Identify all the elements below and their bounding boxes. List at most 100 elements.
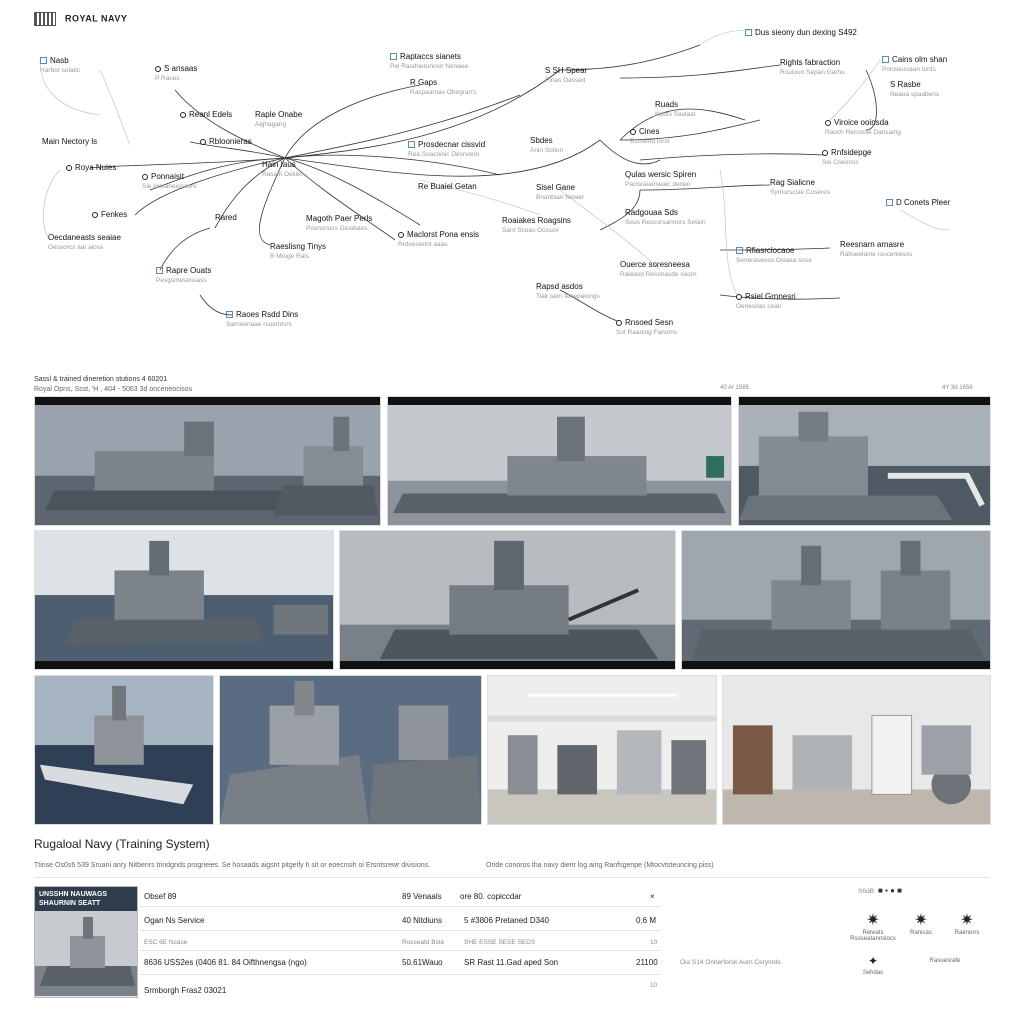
gallery-caption: Sassl & trained dineretion stutions 4 60… xyxy=(34,375,192,395)
icon-cell[interactable]: ✷Ranicas xyxy=(898,912,944,936)
emblem-icon: ✦ xyxy=(867,954,879,968)
spec-detail: 5 #3806 Pretaned D340 xyxy=(464,916,549,925)
gallery-tag: 4Y 3d 1656 xyxy=(942,385,973,391)
divider xyxy=(140,950,660,951)
navy-crest-icon xyxy=(34,12,56,26)
ship-photo[interactable] xyxy=(681,530,991,670)
spec-right-note: Oia S14 Onrlerforsk Aurn Cerynrds xyxy=(680,959,781,966)
spec-extra: × xyxy=(650,892,655,901)
lab-photo[interactable] xyxy=(487,675,717,825)
top-right-label: S6dB xyxy=(858,888,874,895)
network-diagram xyxy=(39,29,951,323)
icon-cell[interactable]: ✦Sehdas xyxy=(850,952,896,976)
flag-icons: ■ ▪ ● ■ xyxy=(878,886,902,895)
diagram-node: D Conets Pleer xyxy=(886,198,950,208)
divider xyxy=(140,906,660,907)
diagram-node: Fenkes xyxy=(92,210,127,220)
spec-label: ESC 6E Ncase xyxy=(144,939,188,946)
training-section-title: Rugaloal Navy (Training System) xyxy=(34,837,210,851)
spec-label: Ogan Ns Service xyxy=(144,916,205,925)
ship-photo[interactable] xyxy=(339,530,676,670)
gallery-caption-line1: Sassl & trained dineretion stutions 4 60… xyxy=(34,376,168,383)
spec-value: 89 Venaals xyxy=(402,892,442,901)
gear-icon: ✷ xyxy=(866,912,880,929)
brand-name: ROYAL NAVY xyxy=(65,13,128,24)
spec-label: Srmborgh Fras2 03021 xyxy=(144,986,227,995)
spec-extra: 21100 xyxy=(636,958,658,967)
gear-icon: ✷ xyxy=(960,912,974,929)
spec-value: 40 Nitdiuns xyxy=(402,916,443,925)
spec-label: Obsef 89 xyxy=(144,892,177,901)
brand-logo: ROYAL NAVY xyxy=(34,12,127,26)
divider xyxy=(34,877,990,878)
ship-photo[interactable] xyxy=(34,530,334,670)
ship-photo[interactable] xyxy=(387,396,732,526)
icon-cell[interactable]: Rasuesrafe xyxy=(929,958,961,964)
spec-value: Rosseatd Bste xyxy=(402,939,445,946)
diagram-node: Re Buaiel Getan xyxy=(418,182,477,191)
diagram-node: Reanl Edels xyxy=(180,110,232,120)
spec-extra: 0.6 M xyxy=(636,916,657,925)
poster-ship-image xyxy=(35,911,137,996)
divider xyxy=(140,930,660,931)
ship-photo[interactable] xyxy=(34,396,381,526)
spec-label: 8636 USS2es (0406 81. 84 Oifthnengsa (ng… xyxy=(144,958,307,967)
diagram-node: Rared xyxy=(215,213,237,222)
spec-detail: SR Rast 11.Gad aped Son xyxy=(464,958,559,967)
icon-cell[interactable]: ✷Raerenrs xyxy=(944,912,990,936)
ship-photo[interactable] xyxy=(34,675,214,825)
gallery-tag: 40 Ar 1585 xyxy=(720,385,750,391)
spec-value: 50.61Wauo xyxy=(402,958,443,967)
divider xyxy=(140,974,660,975)
diagram-node: Main Nectory ls xyxy=(42,137,98,146)
ship-photo[interactable] xyxy=(219,675,482,825)
spec-extra: 10 xyxy=(650,982,658,989)
spec-detail: ore 80. copiccdar xyxy=(460,892,522,901)
ship-photo[interactable] xyxy=(738,396,991,526)
gallery-caption-line2: Royal Opns, Ssst, 'H , 404 - 5063 3d onc… xyxy=(34,386,193,393)
training-poster[interactable]: UNSSHN NAUWAGS SHAURNIN SEATT xyxy=(34,886,138,998)
diagram-node: Dus sieony dun dexing S492 xyxy=(745,28,857,38)
spec-detail: SHE ESSE SESE SEDS xyxy=(464,939,536,946)
gear-icon: ✷ xyxy=(914,912,928,929)
spec-extra: 10 xyxy=(650,939,658,946)
lab-photo[interactable] xyxy=(722,675,991,825)
diagram-node: Rbloonieras xyxy=(200,137,252,147)
poster-title: UNSSHN NAUWAGS SHAURNIN SEATT xyxy=(35,887,137,911)
training-section-subtitle: Ttinse Os0s6 539 Sruani anry Nitbenrs tr… xyxy=(34,862,431,869)
